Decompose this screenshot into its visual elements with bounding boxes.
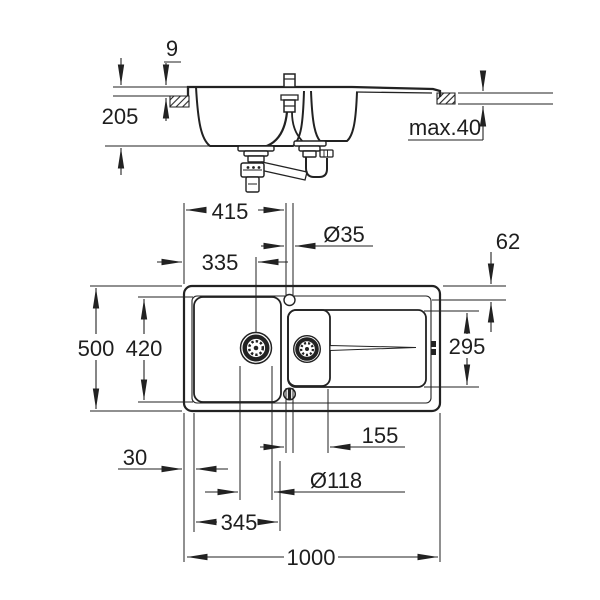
dim-label-bowl-depth: 420 [126, 336, 163, 361]
bowl-small-profile [311, 91, 357, 141]
dimension-counter-thickness [408, 70, 487, 140]
drainer-groove [330, 346, 416, 351]
dim-label-overall-depth: 500 [78, 336, 115, 361]
section-view: 9 205 max.40 [102, 36, 553, 192]
counter-hatch-right [437, 93, 455, 104]
plan-view: 415 Ø35 62 335 500 420 295 155 30 Ø118 3… [78, 199, 521, 570]
strainer-large [241, 333, 272, 364]
dimension-arrows [92, 206, 495, 561]
counter-hatch-left [170, 96, 189, 107]
dim-label-rim-height: 9 [166, 36, 178, 61]
drain-assembly [238, 141, 333, 192]
bowl-large [194, 297, 281, 402]
extension-lines [90, 203, 506, 562]
dim-label-top-rim: 62 [496, 229, 520, 254]
dim-label-bowl-width: 345 [221, 510, 258, 535]
edge-clip [431, 341, 436, 347]
dim-label-side-rim: 30 [123, 445, 147, 470]
dim-label-counter-thickness: max.40 [409, 115, 481, 140]
dim-label-drainer-offset: 155 [362, 423, 399, 448]
edge-clip [431, 349, 436, 355]
strainer-small [294, 336, 321, 363]
dim-label-bowl-depth: 205 [102, 104, 139, 129]
sink-rim-profile [188, 87, 440, 97]
sink-outline [184, 286, 440, 411]
faucet-shank [264, 74, 305, 147]
dim-label-tap-offset: 415 [212, 199, 249, 224]
drain-pipe [260, 162, 307, 180]
dim-label-drain-dia: Ø118 [310, 468, 362, 493]
tap-hole [284, 295, 295, 306]
dim-label-tap-hole-dia: Ø35 [323, 222, 365, 247]
dimension-rim-height [162, 62, 181, 121]
dim-label-overall-width: 1000 [287, 545, 336, 570]
drain-jbend [306, 157, 327, 177]
dim-label-drain-offset: 335 [202, 250, 239, 275]
drainer-underside [356, 92, 432, 93]
dim-label-drainer-depth: 295 [449, 334, 486, 359]
